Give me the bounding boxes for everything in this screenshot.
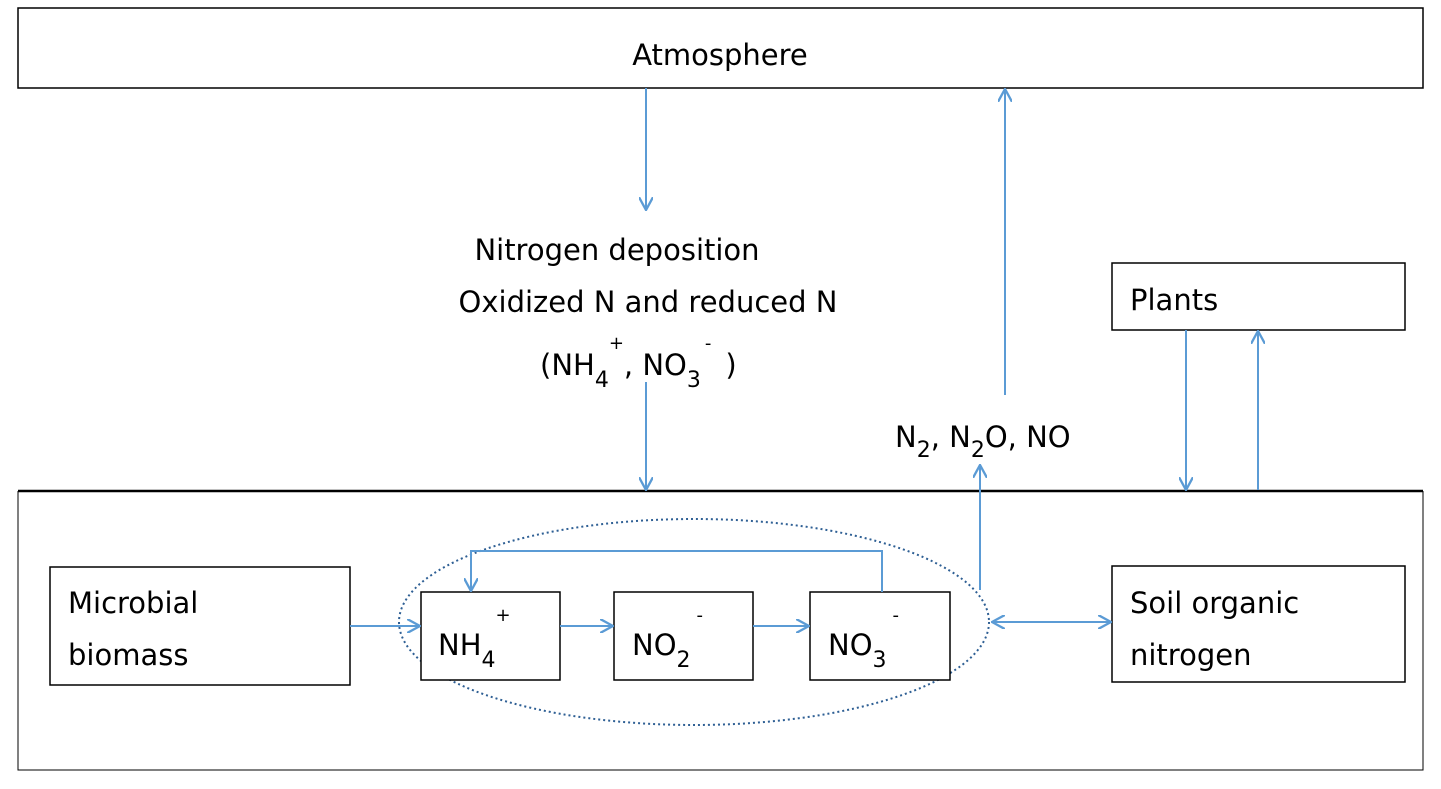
ammonium-box [420,591,561,681]
microbial-label-line2: biomass [68,638,188,672]
soil-organic-label-line2: nitrogen [1130,638,1251,672]
soil-organic-nitrogen-box [1111,565,1406,683]
nitrate-label: NO3- [828,605,899,673]
arrow-nitrate-to-ammonium [471,550,883,592]
plants-label: Plants [1130,283,1218,317]
nitrate-box [809,591,951,681]
inorganic-n-pool-ellipse [398,518,990,726]
deposition-subtitle: Oxidized N and reduced N [459,285,838,319]
microbial-label-line1: Microbial [68,586,198,620]
atmosphere-label: Atmosphere [632,38,808,72]
soil-organic-label-line1: Soil organic [1130,586,1299,620]
deposition-title: Nitrogen deposition [474,233,759,267]
nitrite-box [613,591,754,681]
microbial-biomass-box [49,566,351,686]
deposition-species: (NH4+, NO3-) [540,333,737,393]
nitrite-label: NO2- [632,605,703,673]
atmosphere-box [17,7,1424,89]
ammonium-label: NH4+ [438,605,511,673]
plants-box [1111,262,1406,331]
gaseous-n-label: N2, N2O, NO [895,420,1071,463]
